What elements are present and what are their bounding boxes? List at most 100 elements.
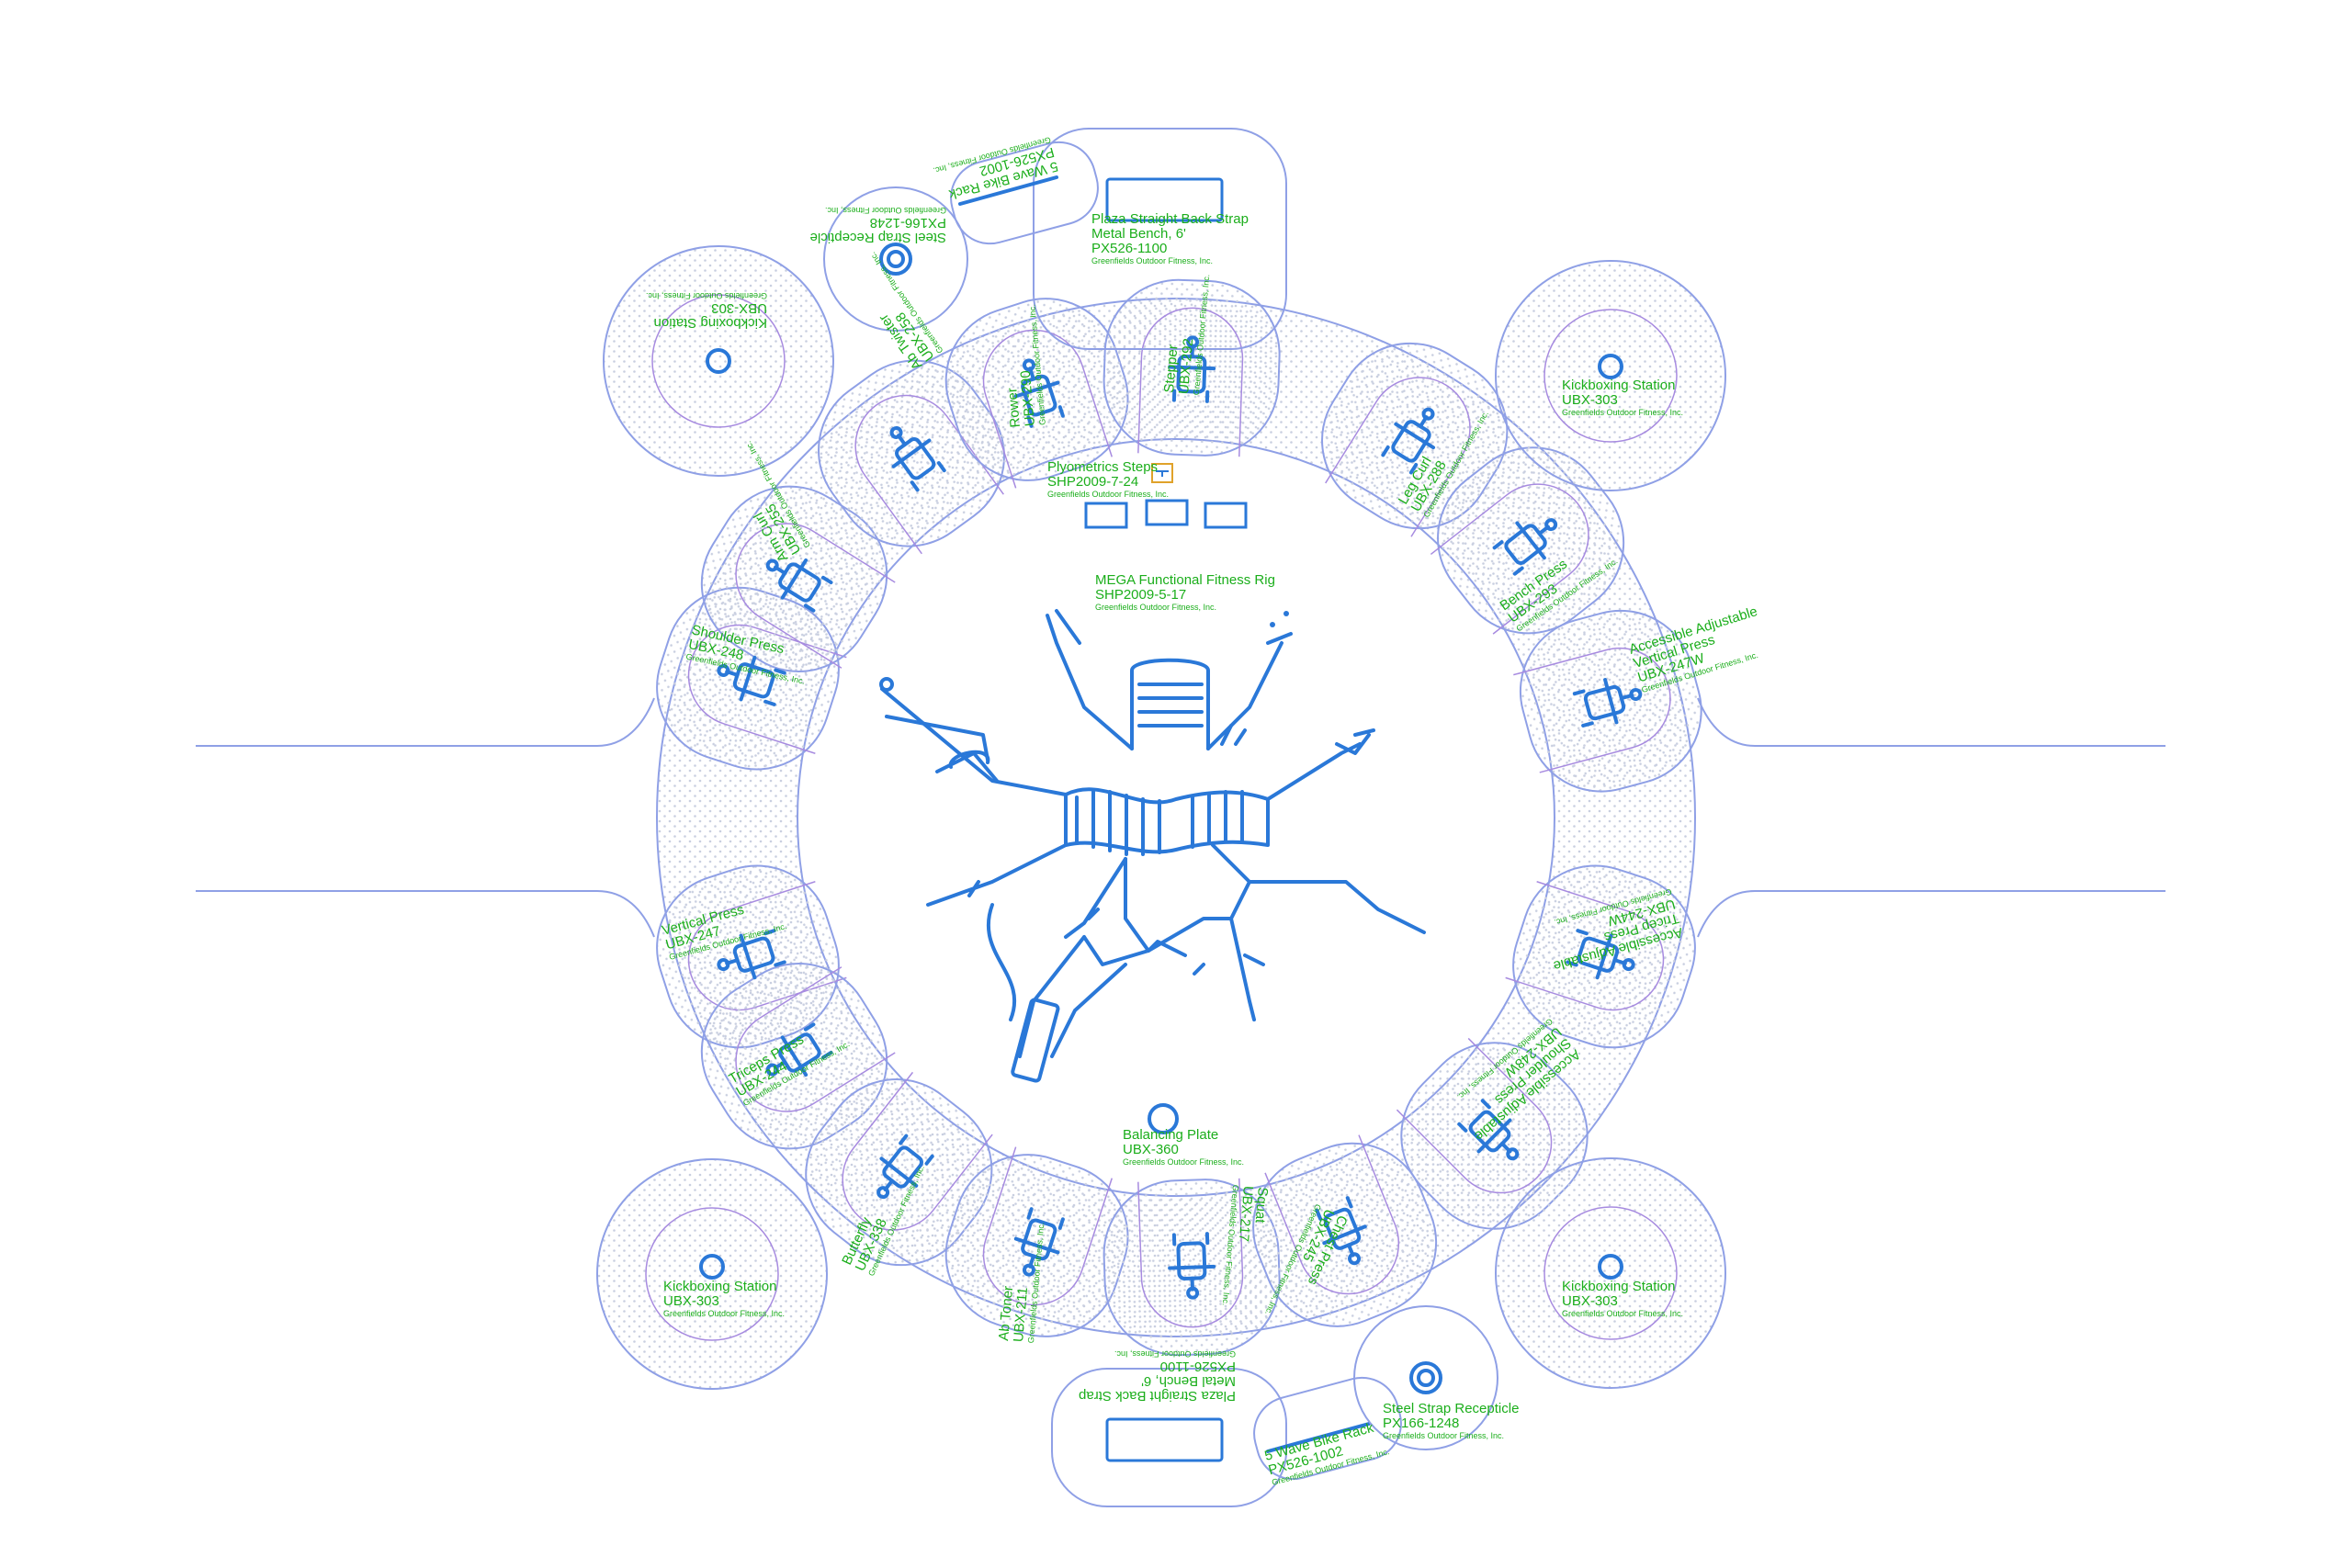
receptacle-icon bbox=[1409, 1361, 1442, 1394]
balancing-plate-icon bbox=[1148, 1103, 1179, 1134]
label-line: UBX-360 bbox=[1123, 1142, 1179, 1157]
rig-monkey-bar-rungs bbox=[1137, 682, 1204, 728]
rower-machine-icon bbox=[1013, 358, 1065, 428]
bench-pad-top bbox=[1033, 128, 1287, 350]
label-line: UBX-303 bbox=[711, 300, 767, 316]
east-path-bottom bbox=[1697, 890, 2165, 938]
label-line: UBX-292 bbox=[1176, 338, 1196, 395]
rig-northwest-arm bbox=[1046, 609, 1134, 750]
label-line: Steel Strap Recepticle bbox=[810, 230, 946, 245]
label-line: PX526-1100 bbox=[1091, 241, 1167, 256]
plyo-step-2 bbox=[1145, 499, 1189, 526]
plaza-floor bbox=[797, 439, 1555, 1196]
bench-press-machine-icon bbox=[1492, 518, 1558, 576]
rig-east-arm bbox=[1266, 728, 1375, 801]
label-line: Rower bbox=[1004, 387, 1023, 428]
kickboxing-bag-icon bbox=[1598, 1254, 1623, 1280]
kickboxing-pod-top-left bbox=[603, 245, 834, 477]
kickboxing-pods bbox=[596, 245, 1726, 1390]
receptacle-pad-top bbox=[823, 186, 968, 332]
stepper-machine-icon bbox=[1168, 335, 1216, 403]
label-line: PX166-1248 bbox=[870, 215, 946, 231]
kickboxing-bag-icon bbox=[706, 348, 731, 374]
rig-southeast-arm bbox=[1211, 843, 1426, 934]
station-equipment-icons bbox=[717, 335, 1643, 1300]
label-line: Kickboxing Station bbox=[654, 315, 767, 331]
label-line: Metal Bench, 6' bbox=[1141, 1373, 1236, 1389]
label-manufacturer: Greenfields Outdoor Fitness, Inc. bbox=[1123, 1157, 1244, 1167]
butterfly-machine-icon bbox=[876, 1134, 934, 1200]
arm-curl-machine-icon bbox=[765, 558, 833, 613]
label-plyo-steps: Plyometrics StepsSHP2009-7-24Greenfields… bbox=[1047, 459, 1169, 499]
label-line: Kickboxing Station bbox=[1562, 378, 1675, 393]
receptacle-icon bbox=[879, 243, 912, 276]
rig-bench-arm bbox=[1050, 963, 1127, 1058]
rig-southwest-arm bbox=[926, 843, 1068, 907]
rig-monkey-bars bbox=[1130, 658, 1210, 750]
label-manufacturer: Greenfields Outdoor Fitness, Inc. bbox=[646, 291, 767, 300]
label-line: Kickboxing Station bbox=[1562, 1279, 1675, 1294]
vertical-press-machine-icon bbox=[717, 929, 786, 980]
acc-vertical-press-machine-icon bbox=[1572, 678, 1643, 728]
label-line: Balancing Plate bbox=[1123, 1127, 1218, 1143]
label-line: Metal Bench, 6' bbox=[1091, 226, 1186, 242]
label-line: UBX-290 bbox=[1018, 370, 1038, 427]
label-line: UBX-303 bbox=[663, 1293, 719, 1309]
label-line: Stepper bbox=[1161, 344, 1182, 394]
rig-west-bar bbox=[885, 715, 989, 761]
amenity-pads bbox=[823, 128, 1498, 1507]
walkway-lines bbox=[196, 697, 2165, 938]
label-line: PX526-1100 bbox=[1160, 1359, 1236, 1374]
kickboxing-pod-bottom-right bbox=[1495, 1157, 1726, 1389]
label-manufacturer: Greenfields Outdoor Fitness, Inc. bbox=[1383, 1431, 1504, 1440]
rig-rungs bbox=[1075, 790, 1244, 856]
rig-handles bbox=[1147, 940, 1205, 976]
plyometrics-steps bbox=[1084, 463, 1248, 529]
label-manufacturer: Greenfields Outdoor Fitness, Inc. bbox=[1047, 490, 1169, 499]
rig-south-arm-west bbox=[1064, 857, 1127, 939]
label-line: Ab Toner bbox=[996, 1285, 1016, 1341]
plyo-step-1 bbox=[1084, 502, 1128, 529]
label-line: UBX-211 bbox=[1011, 1287, 1031, 1343]
east-path-top bbox=[1697, 697, 2165, 747]
balancing-plate bbox=[1148, 1103, 1179, 1134]
squat-machine-icon bbox=[1168, 1232, 1216, 1300]
shoulder-press-machine-icon bbox=[717, 655, 786, 706]
bike-rack-pad-top bbox=[950, 141, 1099, 245]
label-manufacturer: Greenfields Outdoor Fitness, Inc. bbox=[1095, 603, 1216, 612]
label-line: Steel Strap Recepticle bbox=[1383, 1401, 1519, 1416]
label-manufacturer: Greenfields Outdoor Fitness, Inc. bbox=[825, 206, 946, 215]
rig-step-bench bbox=[1011, 998, 1060, 1083]
label-manufacturer: Greenfields Outdoor Fitness, Inc. bbox=[1562, 408, 1683, 417]
label-line: SHP2009-7-24 bbox=[1047, 474, 1138, 490]
ab-toner-machine-icon bbox=[1013, 1207, 1065, 1277]
kickboxing-pod-top-right bbox=[1495, 260, 1726, 491]
kickboxing-bag-icon bbox=[699, 1254, 725, 1280]
plyo-step-3 bbox=[1204, 502, 1248, 529]
bike-rack-icon bbox=[1266, 1422, 1371, 1453]
acc-tricep-press-machine-icon bbox=[1566, 929, 1635, 980]
label-recept-top: Steel Strap RecepticlePX166-1248Greenfie… bbox=[810, 206, 946, 245]
kickboxing-bag-icon bbox=[1598, 354, 1623, 379]
bench-pad-bottom bbox=[1051, 1368, 1287, 1507]
label-line: SHP2009-5-17 bbox=[1095, 587, 1186, 603]
label-line: UBX-217 bbox=[1236, 1185, 1256, 1242]
label-line: PX166-1248 bbox=[1383, 1416, 1459, 1431]
label-line: MEGA Functional Fitness Rig bbox=[1095, 572, 1275, 588]
rig-pull-rings bbox=[1220, 724, 1247, 746]
chest-press-machine-icon bbox=[1315, 1196, 1367, 1266]
rig-lower-frame bbox=[1124, 857, 1251, 953]
receptacle-pad-bottom bbox=[1353, 1305, 1498, 1450]
ab-twister-machine-icon bbox=[889, 425, 946, 492]
label-line: Squat bbox=[1252, 1187, 1271, 1224]
mega-functional-fitness-rig bbox=[879, 609, 1426, 1083]
label-manufacturer: Greenfields Outdoor Fitness, Inc. bbox=[1091, 256, 1213, 265]
